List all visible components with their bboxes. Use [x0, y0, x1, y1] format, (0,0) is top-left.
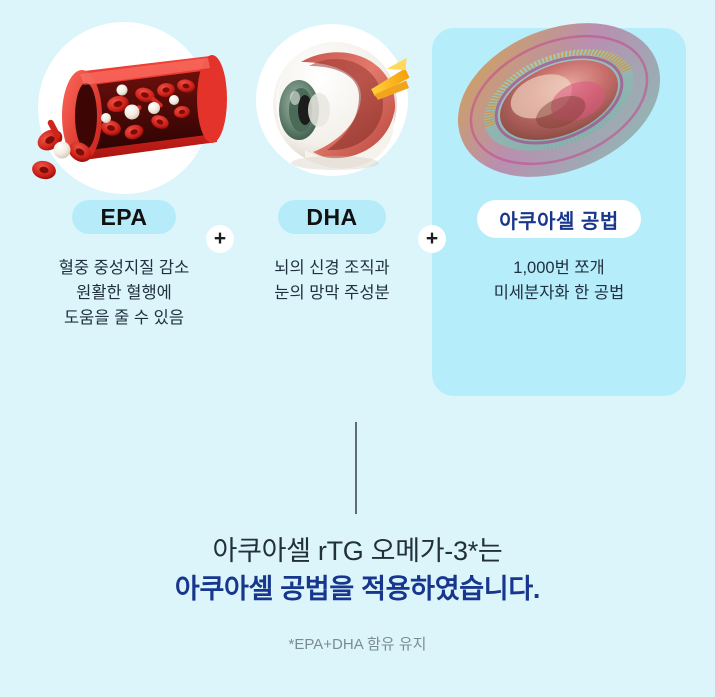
- dha-artwork-area: [243, 0, 421, 200]
- epa-artwork-area: [14, 0, 234, 200]
- liposome-micelle-illustration: [457, 23, 661, 177]
- footer-message: 아쿠아셀 rTG 오메가-3*는 아쿠아셀 공법을 적용하였습니다. *EPA+…: [0, 532, 715, 654]
- headline-line-1: 아쿠아셀 rTG 오메가-3*는: [212, 536, 503, 566]
- dha-pill-row: DHA: [243, 200, 421, 242]
- aquacell-artwork-area: [436, 0, 682, 200]
- badge-dha: DHA: [278, 200, 386, 234]
- badge-epa: EPA: [72, 200, 176, 234]
- plus-separator-1: +: [206, 225, 234, 253]
- badge-aquacell: 아쿠아셀 공법: [477, 200, 641, 238]
- blood-vessel-illustration: [32, 55, 227, 180]
- ingredient-column-aquacell: 아쿠아셀 공법 1,000번 쪼개 미세분자화 한 공법: [436, 0, 682, 306]
- aquacell-pill-row: 아쿠아셀 공법: [436, 200, 682, 242]
- footnote: *EPA+DHA 함유 유지: [288, 636, 427, 653]
- ingredient-columns: EPA 혈중 중성지질 감소 원활한 혈행에 도움을 줄 수 있음: [14, 0, 682, 331]
- ingredient-column-epa: EPA 혈중 중성지질 감소 원활한 혈행에 도움을 줄 수 있음: [14, 0, 234, 331]
- epa-pill-row: EPA: [14, 200, 234, 242]
- plus-separator-2: +: [418, 225, 446, 253]
- vertical-divider: [355, 422, 357, 514]
- epa-description: 혈중 중성지질 감소 원활한 혈행에 도움을 줄 수 있음: [58, 259, 190, 327]
- eye-cross-section-illustration: [273, 42, 410, 170]
- ingredient-column-dha: DHA 뇌의 신경 조직과 눈의 망막 주성분: [243, 0, 421, 306]
- headline-line-2: 아쿠아셀 공법을 적용하였습니다.: [174, 574, 541, 604]
- dha-description: 뇌의 신경 조직과 눈의 망막 주성분: [274, 259, 390, 302]
- aquacell-description: 1,000번 쪼개 미세분자화 한 공법: [493, 259, 625, 302]
